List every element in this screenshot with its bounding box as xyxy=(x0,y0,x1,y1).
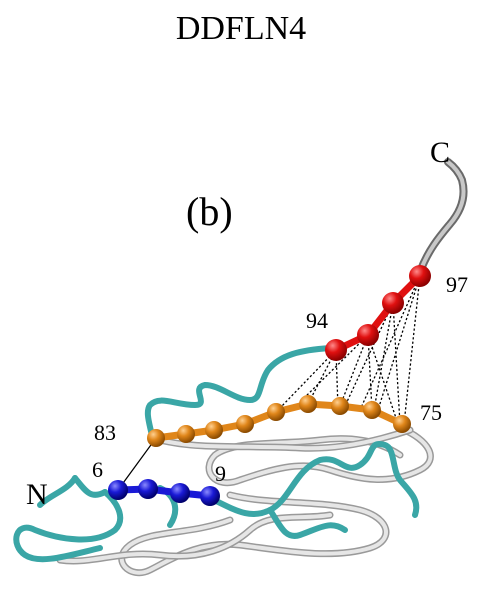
residue-label-9: 9 xyxy=(215,461,226,486)
red-strand xyxy=(325,265,431,361)
blue-bead xyxy=(138,479,158,499)
orange-bead xyxy=(363,401,381,419)
residue-label-94: 94 xyxy=(306,308,328,333)
figure-title: DDFLN4 xyxy=(175,10,307,47)
orange-bead xyxy=(331,397,349,415)
red-bead xyxy=(357,324,379,346)
red-bead xyxy=(409,265,431,287)
orange-bead xyxy=(393,415,411,433)
c-terminus-label: C xyxy=(430,136,451,169)
blue-strand xyxy=(108,479,220,506)
red-bead xyxy=(325,339,347,361)
orange-bead xyxy=(299,395,317,413)
contact-line-83-6 xyxy=(117,437,157,491)
residue-label-97: 97 xyxy=(446,272,468,297)
blue-bead xyxy=(170,483,190,503)
panel-label: (b) xyxy=(186,189,233,234)
blue-bead xyxy=(200,486,220,506)
orange-bead xyxy=(147,429,165,447)
residue-label-75: 75 xyxy=(420,400,442,425)
n-terminus-label: N xyxy=(26,478,48,511)
white-coil xyxy=(56,158,468,577)
blue-bead xyxy=(108,480,128,500)
orange-bead xyxy=(267,403,285,421)
teal-coil xyxy=(13,345,420,563)
residue-label-83: 83 xyxy=(94,420,116,445)
orange-bead xyxy=(177,425,195,443)
orange-bead xyxy=(205,421,223,439)
orange-bead xyxy=(236,415,254,433)
red-bead xyxy=(382,292,404,314)
residue-label-6: 6 xyxy=(92,457,103,482)
orange-strand xyxy=(147,395,411,447)
